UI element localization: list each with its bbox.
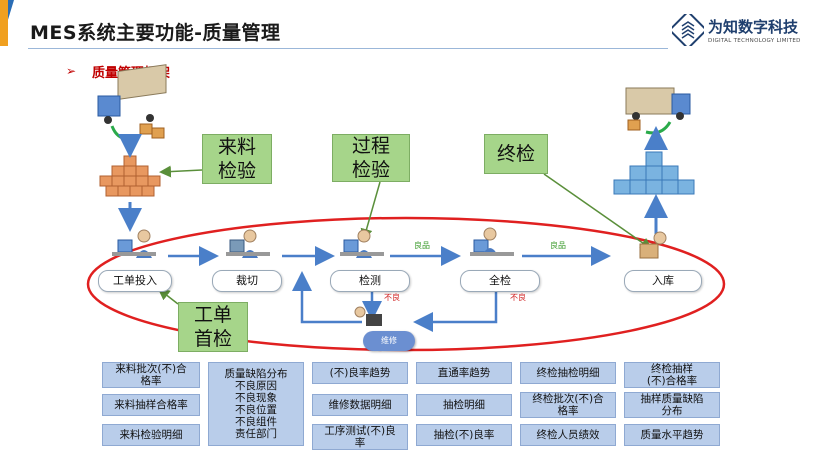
callout-process-inspection: 过程 检验 — [332, 134, 410, 182]
report-sampling-detail: 抽检明细 — [416, 394, 512, 416]
logo-mark-icon — [668, 10, 708, 50]
pointer-incoming — [159, 165, 203, 178]
node-cutting: 裁切 — [212, 270, 282, 292]
tag-good-2: 良品 — [550, 241, 566, 250]
node-inspection: 检测 — [330, 270, 410, 292]
report-final-sampling-detail: 终检抽检明细 — [520, 362, 616, 384]
arrow-full-to-repair — [413, 290, 498, 332]
report-sample-defect-distribution: 抽样质量缺陷 分布 — [624, 392, 720, 418]
incoming-boxes-icon — [99, 155, 161, 197]
report-incoming-detail: 来料检验明细 — [102, 424, 200, 446]
worker-workorder-icon — [112, 229, 156, 258]
report-process-test-rate: 工序测试(不)良 率 — [312, 424, 408, 450]
report-defect-distribution: 质量缺陷分布 不良原因 不良现象 不良位置 不良组件 责任部门 — [208, 362, 304, 446]
node-repair: 维修 — [363, 331, 415, 351]
worker-warehouse-icon — [639, 231, 667, 259]
warehouse-stock-icon — [613, 151, 695, 195]
report-final-sample-rate: 终检抽样 (不)合格率 — [624, 362, 720, 388]
arrow-repair-to-cutting — [292, 271, 362, 324]
callout-first-article-inspection: 工单 首检 — [178, 302, 248, 352]
report-incoming-sample-rate: 来料抽样合格率 — [102, 394, 200, 416]
report-repair-detail: 维修数据明细 — [312, 394, 408, 416]
callout-incoming-inspection: 来料 检验 — [202, 134, 272, 184]
page-title: MES系统主要功能-质量管理 — [30, 22, 281, 44]
report-final-staff-performance: 终检人员绩效 — [520, 424, 616, 446]
incoming-truck-icon — [97, 64, 167, 141]
logo-subtitle: DIGITAL TECHNOLOGY LIMITED — [708, 38, 801, 44]
worker-cutting-icon — [226, 229, 270, 258]
callout-final-inspection: 终检 — [484, 134, 548, 174]
report-incoming-batch-rate: 来料批次(不)合 格率 — [102, 362, 200, 388]
report-quality-level-trend: 质量水平趋势 — [624, 424, 720, 446]
tag-bad-2: 不良 — [510, 293, 526, 302]
company-logo: 为知数字科技 DIGITAL TECHNOLOGY LIMITED — [668, 10, 822, 50]
header-accent-stripe — [0, 0, 8, 46]
report-first-pass-trend: 直通率趋势 — [416, 362, 512, 384]
report-yield-trend: (不)良率趋势 — [312, 362, 408, 384]
node-warehouse: 入库 — [624, 270, 702, 292]
node-work-order: 工单投入 — [98, 270, 172, 292]
tag-bad-1: 不良 — [384, 293, 400, 302]
worker-full-inspection-icon — [470, 227, 514, 256]
bullet-icon: ➢ — [66, 64, 77, 78]
pointer-first — [157, 288, 179, 305]
worker-repair-icon — [354, 306, 382, 326]
node-full-inspection: 全检 — [460, 270, 540, 292]
pointer-final — [543, 173, 653, 250]
worker-inspection-icon — [340, 229, 384, 258]
title-divider — [28, 48, 668, 49]
pointer-process — [360, 181, 381, 241]
tag-good-1: 良品 — [414, 241, 430, 250]
logo-name: 为知数字科技 — [708, 18, 799, 36]
report-final-batch-rate: 终检批次(不)合 格率 — [520, 392, 616, 418]
outgoing-truck-icon — [625, 87, 691, 135]
report-sampling-rate: 抽检(不)良率 — [416, 424, 512, 446]
